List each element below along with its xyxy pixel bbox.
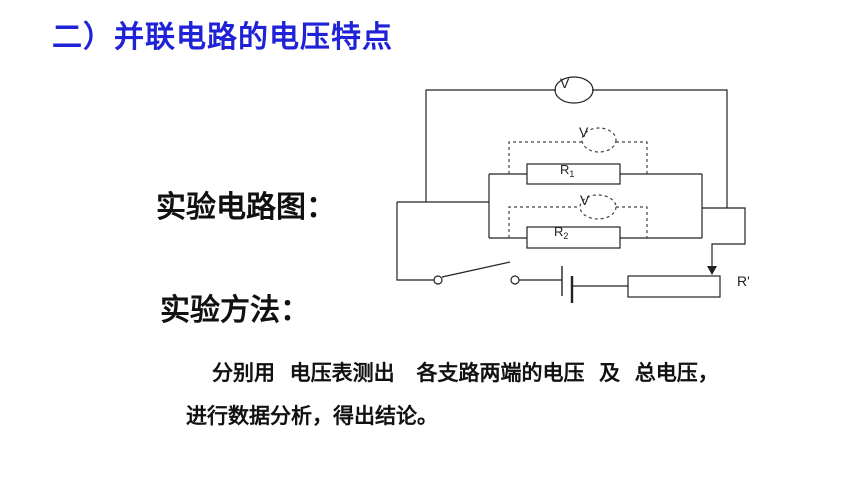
dashed-wire-voltmeter-2-right	[616, 206, 648, 238]
label-circuit-diagram: 实验电路图：	[156, 190, 336, 225]
r1-label: R1	[560, 162, 574, 179]
branch-voltmeter-1-label: V	[579, 124, 589, 140]
rheostat-slider-arrowhead	[707, 266, 717, 275]
dashed-wire-voltmeter-1-right	[616, 141, 648, 174]
label-method: 实验方法：	[160, 293, 310, 328]
rheostat-label: R'	[737, 273, 750, 289]
resistor-r1	[526, 163, 621, 185]
main-voltmeter	[554, 76, 594, 104]
branch-voltmeter-2-label: V	[580, 192, 590, 208]
wire-main-voltmeter-left	[425, 89, 556, 202]
switch-terminal-left	[433, 275, 443, 285]
wire-main-voltmeter-right	[592, 89, 728, 208]
branch-voltmeter-1	[581, 127, 617, 153]
branch-voltmeter-2	[579, 194, 617, 220]
dashed-wire-voltmeter-1	[508, 141, 582, 174]
dashed-wire-voltmeter-2	[508, 206, 580, 238]
method-description-line-1: 分别用 电压表测出 各支路两端的电压 及 总电压，	[212, 361, 719, 385]
switch-lever	[441, 261, 511, 278]
wire-outer-left-vertical	[396, 202, 434, 281]
page-title: 二）并联电路的电压特点	[52, 20, 393, 55]
rheostat-body	[627, 275, 721, 298]
resistor-r2	[526, 226, 621, 249]
wire-outer-right	[702, 207, 746, 272]
method-description-line-2: 进行数据分析，得出结论。	[186, 404, 438, 428]
r2-label: R2	[554, 224, 568, 241]
switch-terminal-right	[510, 275, 520, 285]
main-voltmeter-label: V	[560, 75, 570, 91]
